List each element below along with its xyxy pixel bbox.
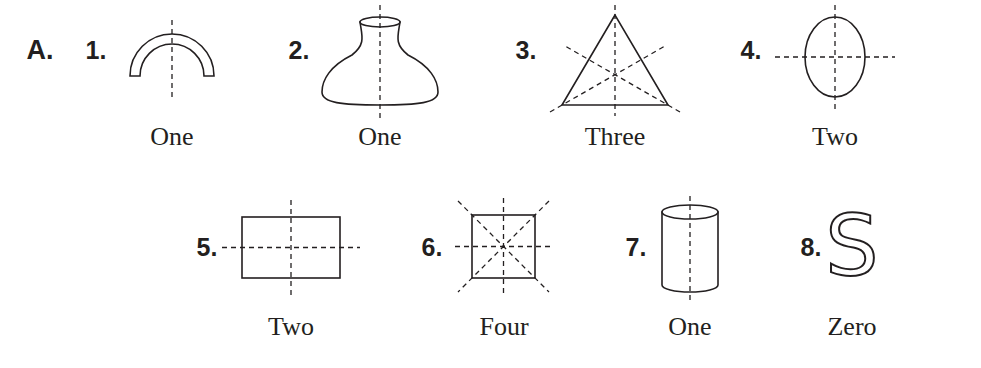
symmetry-line: [550, 46, 665, 112]
answer-text: Four: [479, 314, 528, 340]
symmetry-line: [689, 196, 690, 302]
symmetry-line: [458, 201, 549, 292]
symmetry-line: [379, 5, 380, 118]
section-letter: A.: [27, 37, 54, 64]
item-number: 2.: [289, 38, 310, 63]
answer-text: One: [150, 124, 193, 150]
symmetry-line: [290, 200, 291, 296]
symmetry-line: [171, 20, 172, 100]
symmetry-line: [775, 56, 895, 57]
answer-text: One: [358, 124, 401, 150]
outlined-letter: S: [825, 204, 878, 288]
item-number: 3.: [516, 38, 537, 63]
item-number: 8.: [801, 235, 822, 260]
item-number: 5.: [197, 235, 218, 260]
symmetry-line: [614, 5, 615, 116]
answer-text: Zero: [827, 314, 876, 340]
item-number: 1.: [86, 38, 107, 63]
symmetry-line: [565, 46, 680, 112]
answer-text: One: [668, 314, 711, 340]
item-number: 6.: [422, 235, 443, 260]
answer-text: Three: [585, 124, 646, 150]
item-number: 7.: [626, 235, 647, 260]
answer-text: Two: [268, 314, 314, 340]
symmetry-line: [834, 5, 835, 112]
item-number: 4.: [741, 38, 762, 63]
answer-text: Two: [812, 124, 858, 150]
symmetry-line: [458, 201, 549, 292]
